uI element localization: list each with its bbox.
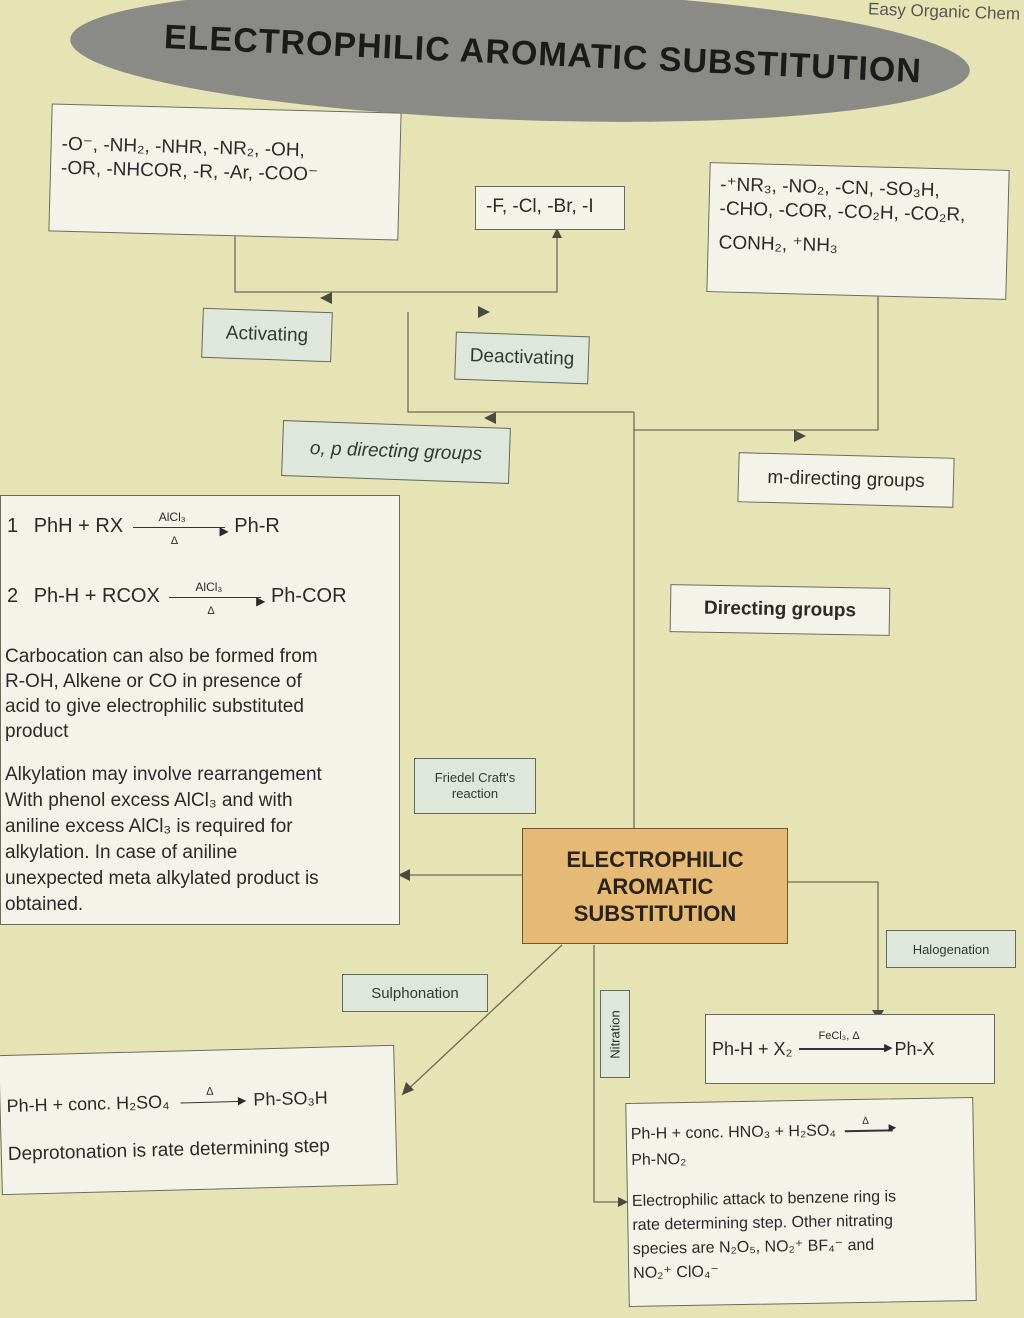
arrow-line [169,596,262,599]
note-line: unexpected meta alkylated product is [5,868,319,889]
carbocation-note: Carbocation can also be formed from R-OH… [5,644,318,744]
arrow-line [180,1100,243,1104]
reaction-2-catalyst: AlCl₃ [195,579,223,594]
halogenation-box: Ph-H + X₂ FeCl₃, Δ ▶ Ph-X [705,1014,995,1084]
op-directing-text: o, p directing groups [309,438,483,465]
sulphonation-condition: Δ [206,1085,214,1098]
friedel-crafts-line1: Friedel Craft's [434,770,516,785]
halogen-groups-text: -F, -Cl, -Br, -I [486,196,594,217]
nitration-label: Nitration [600,990,630,1078]
arrow-line [844,1129,893,1132]
nitration-condition: Δ [862,1115,869,1127]
nitration-reaction: Ph-H + conc. HNO₃ + H₂SO₄ Δ ▶ [630,1116,897,1144]
halogenation-reactants: Ph-H + X₂ [712,1038,793,1059]
activating-groups-box: -O⁻, -NH₂, -NHR, -NR₂, -OH, -OR, -NHCOR,… [48,103,402,241]
reaction-alkylation: 1 PhH + RX AlCl₃ ▶ Δ Ph-R [7,510,280,547]
reaction-2-product: Ph-COR [270,585,347,607]
sulphonation-reactants: Ph-H + conc. H₂SO₄ [6,1091,170,1117]
meta-groups-box: -⁺NR₃, -NO₂, -CN, -SO₃H, -CHO, -COR, -CO… [706,162,1010,300]
m-directing-label: m-directing groups [737,452,955,508]
note-line: acid to give electrophilic substituted [5,696,304,717]
reaction-2-reactants: Ph-H + RCOX [33,585,160,607]
nitration-product: Ph-NO₂ [631,1150,687,1169]
arrow-head: ▶ [888,1122,897,1134]
note-line: alkylation. In case of aniline [5,842,238,863]
m-directing-text: m-directing groups [767,466,925,493]
halogenation-condition: FeCl₃, Δ [818,1030,860,1043]
arrow-head: ▶ [256,593,266,608]
note-line: With phenol excess AlCl₃ and with [5,790,293,811]
arrow-head: ▶ [219,523,229,538]
central-topic-line3: SUBSTITUTION [573,900,737,926]
activating-label: Activating [201,307,333,363]
sulphonation-box: Ph-H + conc. H₂SO₄ Δ ▶ Ph-SO₃H Deprotona… [0,1044,398,1196]
reaction-1-product: Ph-R [234,515,280,537]
sulphonation-label: Sulphonation [342,974,488,1012]
note-line: Alkylation may involve rearrangement [5,764,322,785]
sulphonation-product: Ph-SO₃H [253,1087,329,1110]
reaction-acylation: 2 Ph-H + RCOX AlCl₃ ▶ Δ Ph-COR [7,580,347,617]
reaction-1-number: 1 [7,515,19,537]
directing-groups-text: Directing groups [703,597,857,622]
op-directing-label: o, p directing groups [281,420,511,484]
sulphonation-reaction: Ph-H + conc. H₂SO₄ Δ ▶ Ph-SO₃H [6,1085,329,1117]
arrow-line [132,526,225,529]
nitration-reactants: Ph-H + conc. HNO₃ + H₂SO₄ [630,1122,837,1143]
central-topic-line2: AROMATIC [596,873,714,899]
arrow-head: ▶ [237,1094,247,1107]
note-line: aniline excess AlCl₃ is required for [5,816,293,837]
reaction-2-arrow: AlCl₃ ▶ Δ [169,580,265,617]
reaction-1-reactants: PhH + RX [33,515,124,537]
halogenation-arrow: FeCl₃, Δ ▶ [798,1030,893,1054]
friedel-crafts-line2: reaction [451,786,499,801]
alkylation-note: Alkylation may involve rearrangement Wit… [5,762,322,918]
sulphonation-arrow: Δ ▶ [180,1085,247,1106]
brand-label: Easy Organic Chem [867,0,1021,24]
halogenation-product: Ph-X [894,1038,935,1059]
reaction-2-condition: Δ [207,604,215,617]
note-line: NO₂⁺ ClO₄⁻ [633,1263,719,1282]
meta-groups-line3: CONH₂, ⁺NH₃ [718,232,838,257]
halogenation-label: Halogenation [886,930,1016,968]
arrow-head: ▶ [884,1042,893,1055]
note-line: product [5,721,69,742]
deactivating-label: Deactivating [454,331,590,385]
sulphonation-note: Deprotonation is rate determining step [7,1135,331,1165]
friedel-crafts-label: Friedel Craft's reaction [414,758,536,814]
reaction-1-catalyst: AlCl₃ [158,509,186,524]
nitration-note: Electrophilic attack to benzene ring is … [632,1185,898,1286]
reaction-2-number: 2 [7,585,19,607]
central-topic-line1: ELECTROPHILIC [566,846,744,872]
note-line: Carbocation can also be formed from [5,646,318,667]
note-line: obtained. [5,894,84,915]
note-line: R-OH, Alkene or CO in presence of [5,671,302,692]
friedel-crafts-box: 1 PhH + RX AlCl₃ ▶ Δ Ph-R 2 Ph-H + RCOX … [0,495,400,925]
halogen-groups-box: -F, -Cl, -Br, -I [475,186,625,230]
reaction-1-condition: Δ [170,534,179,547]
central-topic-box: ELECTROPHILIC AROMATIC SUBSTITUTION [522,828,788,944]
nitration-text: Nitration [607,1009,623,1059]
note-line: species are N₂O₅, NO₂⁺ BF₄⁻ and [632,1236,875,1258]
arrow-line [798,1048,889,1050]
directing-groups-label: Directing groups [669,584,891,636]
nitration-box: Ph-H + conc. HNO₃ + H₂SO₄ Δ ▶ Ph-NO₂ Ele… [625,1096,977,1308]
reaction-1-arrow: AlCl₃ ▶ Δ [132,510,229,547]
nitration-arrow: Δ ▶ [844,1116,896,1133]
